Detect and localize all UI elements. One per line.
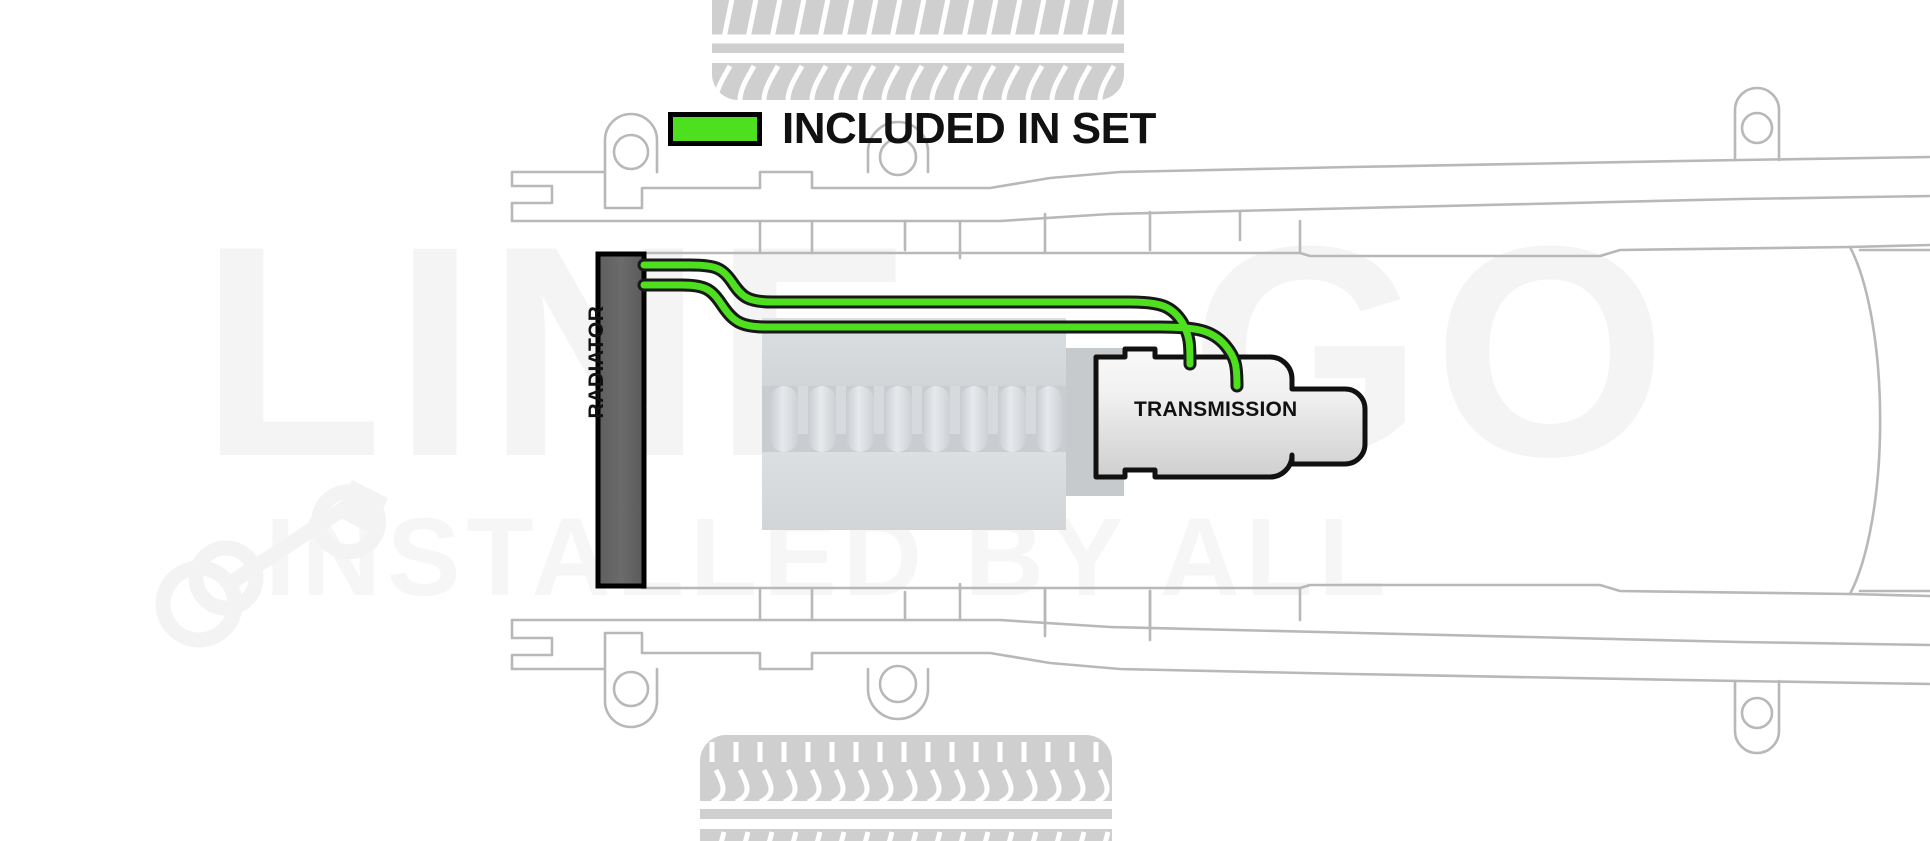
radiator-label: RADIATOR [585, 305, 608, 419]
cooler-lines-green[interactable] [640, 261, 1241, 390]
transmission-label: TRANSMISSION [1134, 398, 1298, 421]
engine-cylinder-gaps [798, 386, 1036, 434]
included-in-set-swatch [668, 112, 762, 146]
chassis-frame-outline [510, 86, 1930, 755]
legend: INCLUDED IN SET [668, 107, 1156, 151]
legend-label: INCLUDED IN SET [782, 104, 1156, 153]
transmission-housing [1093, 346, 1368, 480]
tire-rear [700, 735, 1112, 841]
tire-front [712, 0, 1124, 100]
wrench-head-icon [336, 480, 388, 534]
radiator [595, 251, 647, 589]
engine-cylinders [770, 386, 1062, 452]
